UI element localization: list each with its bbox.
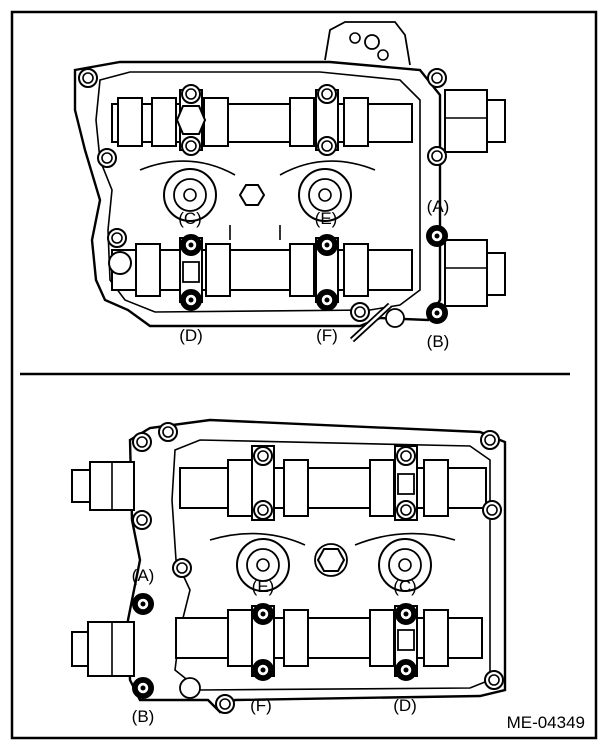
label-a-bottom: (A) [132,566,155,585]
label-e-top: (E) [315,209,338,228]
label-c-bottom: (C) [393,577,417,596]
figure-id: ME-04349 [507,713,585,732]
label-b-top: (B) [427,332,450,351]
label-d-bottom: (D) [393,696,417,715]
label-f-top: (F) [316,326,338,345]
top-cylinder-head-view: (A) (B) (C) (D) (E) (F) [73,21,506,351]
label-b-bottom: (B) [132,707,155,726]
bottom-cylinder-head-view: (A) (B) (C) (D) (E) (F) [71,418,507,726]
outer-border [10,10,598,740]
label-e-bottom: (E) [252,577,275,596]
label-a-top: (A) [427,197,450,216]
label-d-top: (D) [179,326,203,345]
label-f-bottom: (F) [250,696,272,715]
label-c-top: (C) [178,209,202,228]
